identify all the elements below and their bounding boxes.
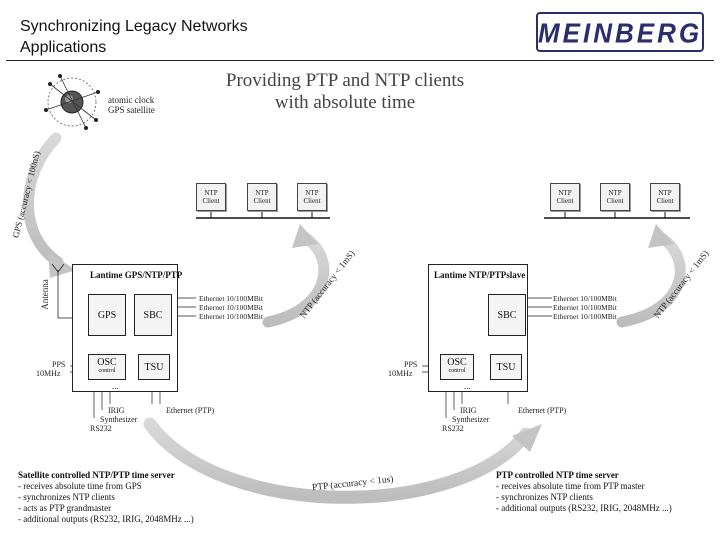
left-feature-item: - additional outputs (RS232, IRIG, 2048M…: [18, 514, 194, 524]
sbc-module-left: SBC: [134, 294, 172, 336]
right-ntp-client-1: NTP Client: [550, 183, 580, 211]
right-ethernet-1: Ethernet 10/100MBit: [553, 294, 617, 303]
right-eth-ptp-label: Ethernet (PTP): [518, 406, 567, 415]
slide-title-line2: Applications: [20, 39, 107, 56]
right-ethernet-3: Ethernet 10/100MBit: [553, 312, 617, 321]
ptp-arrow: [143, 417, 533, 504]
right-10mhz-label: 10MHz: [388, 369, 413, 378]
left-feature-item: - synchronizes NTP clients: [18, 492, 115, 502]
meinberg-logo: MEINBERG: [536, 12, 704, 52]
right-ntp-arrowhead: [648, 224, 674, 248]
osc-sub-right: control: [448, 368, 466, 374]
left-irig-label: IRIG: [108, 406, 125, 415]
left-ethernet-1: Ethernet 10/100MBit: [199, 294, 263, 303]
right-rs232-label: RS232: [442, 424, 464, 433]
header-divider: [6, 60, 714, 61]
satellite-icon: [44, 74, 100, 130]
satellite-label-2: GPS satellite: [108, 105, 155, 115]
left-rs232-label: RS232: [90, 424, 112, 433]
sbc-module-right: SBC: [488, 294, 526, 336]
right-irig-label: IRIG: [460, 406, 477, 415]
left-features-title: Satellite controlled NTP/PTP time server: [18, 470, 175, 480]
right-ethernet-2: Ethernet 10/100MBit: [553, 303, 617, 312]
left-features: Satellite controlled NTP/PTP time server…: [18, 470, 194, 525]
osc-module-right: OSC control: [440, 354, 474, 380]
right-feature-item: - synchronizes NTP clients: [496, 492, 593, 502]
right-ntp-client-2: NTP Client: [600, 183, 630, 211]
right-features-title: PTP controlled NTP time server: [496, 470, 619, 480]
right-pps-label: PPS: [404, 360, 418, 369]
satellite-label-1: atomic clock: [108, 95, 155, 105]
left-feature-item: - receives absolute time from GPS: [18, 481, 142, 491]
right-ntp-arrow: [616, 232, 686, 328]
ptp-arrowhead: [512, 424, 542, 452]
left-synth-label: Synthesizer: [100, 415, 138, 424]
left-ntp-arrowhead: [292, 224, 318, 248]
osc-module-left: OSC control: [88, 354, 126, 380]
left-ethernet-2: Ethernet 10/100MBit: [199, 303, 263, 312]
left-ntp-client-1: NTP Client: [196, 183, 226, 211]
left-ntp-arrow: [262, 232, 330, 328]
slide-title-line1: Synchronizing Legacy Networks: [20, 18, 248, 35]
tsu-module-right: TSU: [490, 354, 522, 380]
left-eth-ptp-label: Ethernet (PTP): [166, 406, 215, 415]
right-features: PTP controlled NTP time server - receive…: [496, 470, 672, 514]
right-feature-item: - receives absolute time from PTP master: [496, 481, 645, 491]
gps-arrow: [23, 132, 64, 268]
left-10mhz-label: 10MHz: [36, 369, 61, 378]
right-synth-label: Synthesizer: [452, 415, 490, 424]
osc-label-left: OSC: [97, 357, 117, 368]
left-pps-label: PPS: [52, 360, 66, 369]
right-feature-item: - additional outputs (RS232, IRIG, 2048M…: [496, 503, 672, 513]
left-feature-item: - acts as PTP grandmaster: [18, 503, 112, 513]
logo-text: MEINBERG: [538, 17, 703, 49]
right-device-title: Lantime NTP/PTPslave: [434, 270, 526, 280]
gps-module: GPS: [88, 294, 126, 336]
left-ethernet-3: Ethernet 10/100MBit: [199, 312, 263, 321]
left-ntp-client-2: NTP Client: [247, 183, 277, 211]
left-device-ellipsis: ...: [112, 381, 119, 391]
tsu-module-left: TSU: [138, 354, 170, 380]
right-device-ellipsis: ...: [464, 381, 471, 391]
slide-title: Synchronizing Legacy Networks Applicatio…: [20, 16, 248, 58]
antenna-label: Antenna: [39, 279, 50, 310]
left-device-title: Lantime GPS/NTP/PTP: [90, 270, 183, 280]
left-ntp-client-3: NTP Client: [297, 183, 327, 211]
osc-sub-left: control: [98, 368, 116, 374]
gps-arrowhead: [48, 252, 76, 278]
diagram-title: Providing PTP and NTP clients with absol…: [200, 70, 490, 114]
osc-label-right: OSC: [447, 357, 467, 368]
right-ntp-client-3: NTP Client: [650, 183, 680, 211]
diagram-title-line2: with absolute time: [274, 92, 416, 113]
diagram-title-line1: Providing PTP and NTP clients: [225, 70, 465, 91]
